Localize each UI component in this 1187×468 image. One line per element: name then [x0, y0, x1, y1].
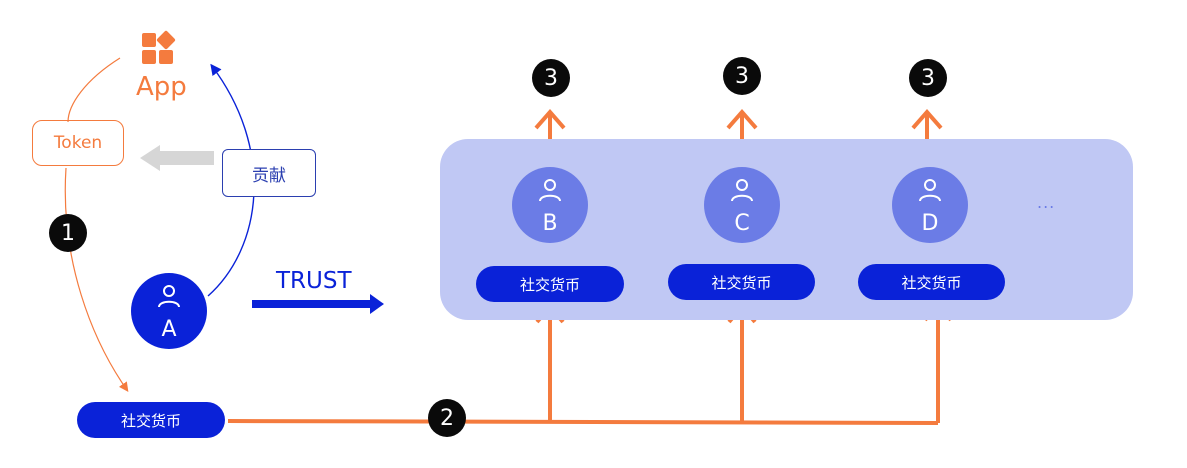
step-2-marker: 2: [428, 399, 466, 437]
app-to-token-curve: [67, 57, 121, 123]
person-icon: [158, 285, 180, 308]
user-d-label: D: [921, 211, 939, 236]
user-a-label: A: [161, 317, 177, 342]
app-logo-icon: [142, 30, 176, 64]
person-icon: [539, 179, 561, 202]
user-node-c: C: [704, 167, 780, 243]
distribution-lines: [227, 301, 953, 425]
step-1-marker: 1: [49, 214, 87, 252]
step-3-marker-d: 3: [909, 59, 947, 97]
user-node-d: D: [892, 167, 968, 243]
user-node-a: A: [131, 273, 207, 349]
grey-left-arrow: [140, 145, 214, 171]
app-label: App: [136, 72, 187, 102]
user-node-b: B: [512, 167, 588, 243]
trust-arrow: [252, 294, 384, 314]
token-to-currency-arrow: [64, 167, 129, 392]
currency-pill-d: 社交货币: [858, 264, 1005, 300]
currency-pill-b: 社交货币: [476, 266, 624, 302]
step-3-marker-b: 3: [532, 59, 570, 97]
contribution-box: 贡献: [222, 149, 316, 197]
step-3-marker-c: 3: [723, 57, 761, 95]
more-users-ellipsis: ...: [1037, 193, 1056, 212]
user-c-label: C: [734, 211, 750, 236]
person-icon: [731, 179, 753, 202]
user-b-label: B: [542, 211, 558, 236]
trust-label: TRUST: [276, 268, 352, 294]
token-box: Token: [32, 120, 124, 166]
person-icon: [919, 179, 941, 202]
currency-pill-c: 社交货币: [668, 264, 815, 300]
currency-pill-source: 社交货币: [77, 402, 225, 438]
